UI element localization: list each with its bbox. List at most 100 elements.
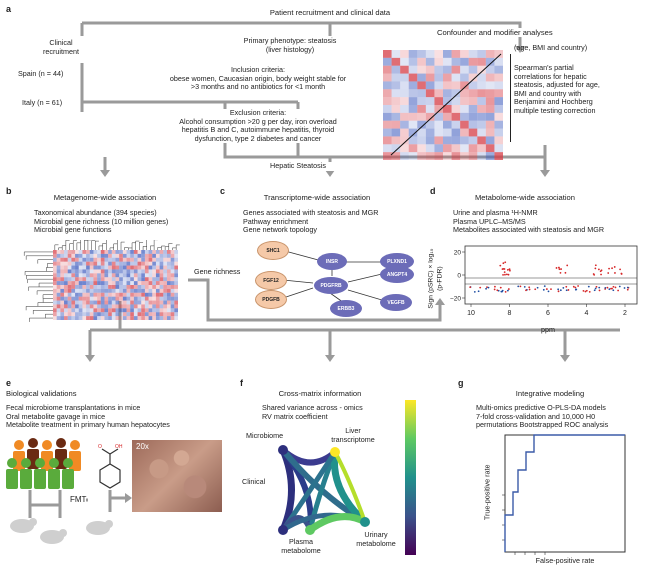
heatmap-cell — [64, 316, 68, 320]
positive-point — [566, 264, 569, 267]
heatmap-cell — [82, 277, 87, 282]
heatmap-cell — [53, 257, 57, 262]
heatmap-cell — [159, 261, 164, 266]
heatmap-cell — [425, 89, 435, 98]
heatmap-cell — [126, 292, 131, 297]
heatmap-cell — [137, 265, 142, 270]
heatmap-cell — [163, 285, 167, 289]
heatmap-cell — [152, 273, 156, 278]
heatmap-cell — [56, 312, 61, 317]
positive-point — [608, 267, 610, 270]
heatmap-cell — [60, 281, 65, 285]
hepatic-steatosis-label: Hepatic Steatosis — [258, 161, 338, 171]
heatmap-cell — [383, 136, 392, 145]
heatmap-cell — [53, 281, 57, 285]
heatmap-cell — [460, 112, 469, 121]
heatmap-cell — [64, 281, 68, 285]
metabolite-point — [588, 290, 591, 293]
primary-phenotype: Primary phenotype: steatosis(liver histo… — [215, 36, 365, 55]
heatmap-cell — [417, 81, 426, 90]
heatmap-cell — [391, 89, 401, 98]
heatmap-cell — [468, 112, 478, 121]
heatmap-cell — [152, 250, 156, 254]
heatmap-cell — [166, 269, 171, 274]
heatmap-cell — [477, 144, 486, 153]
heatmap-cell — [122, 269, 127, 274]
heatmap-cell — [56, 316, 61, 320]
heatmap-cell — [170, 265, 175, 270]
heatmap-cell — [141, 277, 145, 282]
heatmap-cell — [148, 304, 153, 309]
heatmap-cell — [383, 50, 392, 58]
heatmap-cell — [75, 296, 79, 301]
heatmap-cell — [78, 296, 83, 301]
heatmap-cell — [108, 253, 112, 258]
heatmap-cell — [89, 316, 94, 320]
heatmap-cell — [137, 300, 142, 305]
heatmap-cell — [119, 316, 123, 320]
heatmap-cell — [485, 136, 495, 145]
heatmap-cell — [67, 253, 72, 258]
heatmap-cell — [78, 253, 83, 258]
heatmap-cell — [163, 308, 167, 313]
positive-point — [555, 267, 558, 269]
positive-point — [594, 264, 597, 267]
heatmap-cell — [400, 105, 409, 113]
node-liver-transcriptome: Liver transcriptome — [331, 426, 375, 444]
heatmap-cell — [163, 312, 167, 317]
heatmap-cell — [111, 308, 116, 313]
heatmap-cell — [170, 285, 175, 289]
heatmap-cell — [100, 281, 105, 285]
heatmap-cell — [148, 300, 153, 305]
metabolite-point — [584, 290, 587, 293]
heatmap-cell — [71, 288, 76, 293]
heatmap-cell — [163, 292, 167, 297]
heatmap-cell — [166, 296, 171, 301]
heatmap-cell — [494, 89, 503, 98]
heatmap-cell — [425, 81, 435, 90]
metabolite-point — [525, 289, 527, 292]
heatmap-cell — [425, 120, 435, 129]
metabolite-point — [485, 287, 487, 290]
heatmap-cell — [144, 296, 149, 301]
heatmap-cell — [126, 281, 131, 285]
heatmap-cell — [56, 304, 61, 309]
metabolite-point — [469, 286, 472, 289]
heatmap-cell — [425, 105, 435, 113]
heatmap-cell — [477, 89, 486, 98]
heatmap-cell — [417, 144, 426, 153]
heatmap-cell — [104, 316, 109, 320]
heatmap-cell — [133, 277, 138, 282]
heatmap-cell — [170, 312, 175, 317]
positive-point — [600, 269, 603, 272]
heatmap-cell — [383, 105, 392, 113]
metagenome-heatmap — [23, 240, 180, 322]
heatmap-cell — [166, 253, 171, 258]
heatmap-cell — [159, 253, 164, 258]
metabolite-point — [506, 289, 509, 292]
x-tick-label: 6 — [546, 310, 550, 317]
heatmap-cell — [485, 57, 495, 66]
heatmap-cell — [485, 112, 495, 121]
heatmap-cell — [485, 97, 495, 105]
metabolite-point — [608, 288, 611, 291]
positive-point — [613, 266, 616, 268]
heatmap-cell — [86, 273, 90, 278]
heatmap-cell — [170, 277, 175, 282]
heatmap-cell — [468, 128, 478, 137]
heatmap-cell — [133, 269, 138, 274]
heatmap-cell — [163, 253, 167, 258]
heatmap-cell — [141, 285, 145, 289]
heatmap-cell — [56, 250, 61, 254]
heatmap-cell — [166, 316, 171, 320]
heatmap-cell — [166, 273, 171, 278]
heatmap-cell — [383, 57, 392, 66]
heatmap-cell — [174, 265, 178, 270]
heatmap-cell — [67, 308, 72, 313]
positive-point — [607, 272, 610, 274]
heatmap-cell — [75, 269, 79, 274]
heatmap-cell — [71, 281, 76, 285]
metabolite-point — [598, 289, 601, 292]
heatmap-cell — [137, 312, 142, 317]
